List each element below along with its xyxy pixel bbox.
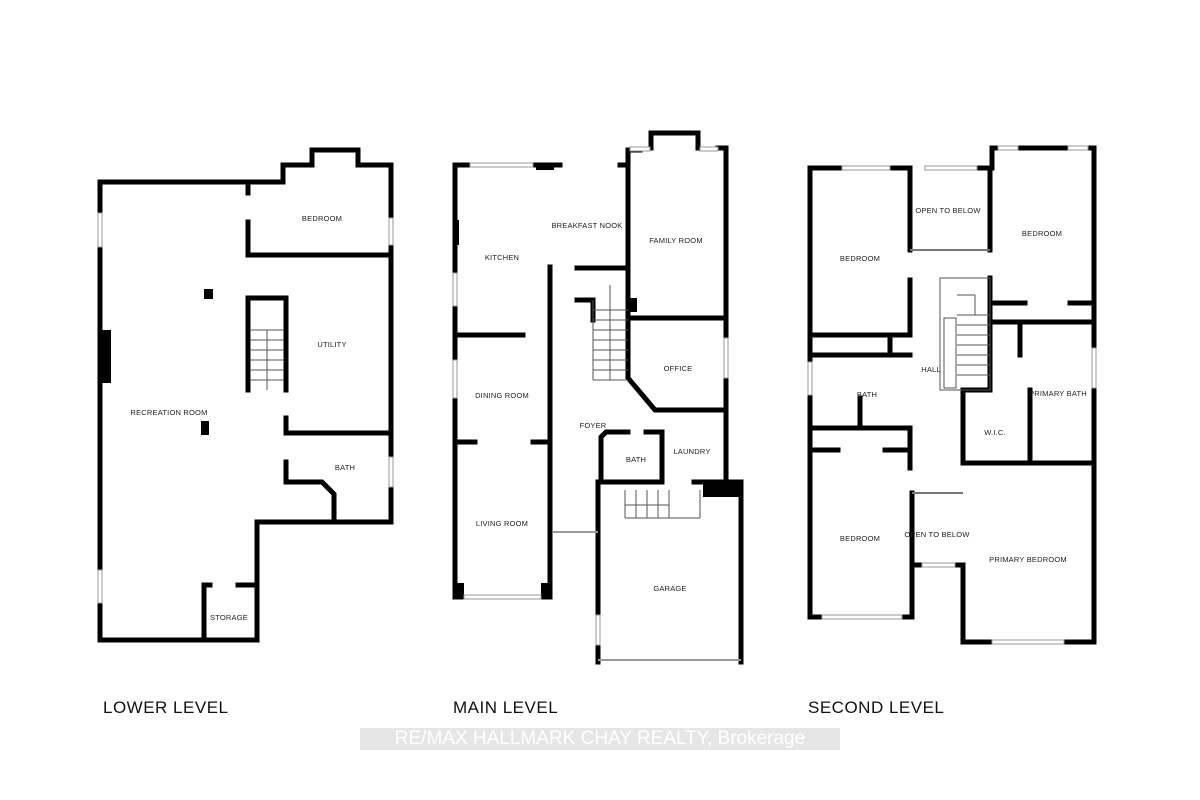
room-label: BATH — [626, 455, 646, 464]
room-label: UTILITY — [317, 340, 346, 349]
room-label: FAMILY ROOM — [649, 236, 703, 245]
second-level-title: SECOND LEVEL — [808, 698, 945, 717]
room-label: W.I.C. — [984, 428, 1006, 437]
room-label: GARAGE — [653, 584, 686, 593]
room-label: DINING ROOM — [475, 391, 529, 400]
room-label: BEDROOM — [840, 254, 880, 263]
second-level-plan: BEDROOM OPEN TO BELOW BEDROOM HALL PRIMA… — [807, 145, 1097, 645]
room-label: BATH — [335, 463, 355, 472]
room-label: STORAGE — [210, 613, 248, 622]
room-label: OPEN TO BELOW — [915, 206, 981, 215]
lower-level-plan: BEDROOM UTILITY RECREATION ROOM BATH STO… — [97, 147, 394, 643]
brokerage-watermark: RE/MAX HALLMARK CHAY REALTY, Brokerage — [360, 728, 840, 750]
main-level-plan: KITCHEN BREAKFAST NOOK FAMILY ROOM OFFIC… — [452, 130, 744, 665]
room-label: KITCHEN — [485, 253, 519, 262]
room-label: BREAKFAST NOOK — [551, 221, 622, 230]
lower-level-title: LOWER LEVEL — [103, 698, 229, 717]
room-label: LAUNDRY — [673, 447, 710, 456]
room-label: BEDROOM — [1022, 229, 1062, 238]
room-label: RECREATION ROOM — [130, 408, 207, 417]
room-label: FOYER — [580, 421, 607, 430]
room-label: BEDROOM — [302, 214, 342, 223]
room-label: OPEN TO BELOW — [904, 530, 970, 539]
room-label: OFFICE — [664, 364, 693, 373]
room-label: PRIMARY BEDROOM — [989, 555, 1067, 564]
room-label: HALL — [921, 365, 941, 374]
room-label: LIVING ROOM — [476, 519, 528, 528]
room-label: BATH — [857, 390, 877, 399]
main-level-title: MAIN LEVEL — [453, 698, 559, 717]
room-label: PRIMARY BATH — [1029, 389, 1087, 398]
room-label: BEDROOM — [840, 534, 880, 543]
